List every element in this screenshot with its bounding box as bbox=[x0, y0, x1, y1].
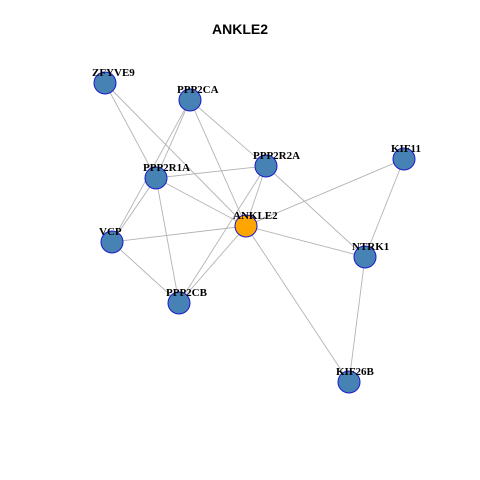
node-ppp2cb[interactable] bbox=[167, 291, 191, 315]
node-kif26b[interactable] bbox=[337, 370, 361, 394]
edge-ppp2ca-ppp2r1a bbox=[155, 99, 191, 179]
node-ppp2r1a[interactable] bbox=[144, 166, 168, 190]
node-label-ppp2ca: PPP2CA bbox=[177, 84, 219, 96]
edge-zfyve9-ankle2 bbox=[104, 82, 247, 227]
edge-ankle2-ppp2cb bbox=[178, 225, 247, 304]
edge-ankle2-kif26b bbox=[245, 225, 350, 383]
node-label-ppp2cb: PPP2CB bbox=[166, 287, 208, 299]
node-ntrk1[interactable] bbox=[353, 245, 377, 269]
node-zfyve9[interactable] bbox=[93, 71, 117, 95]
edge-ppp2ca-ppp2r2a bbox=[189, 99, 267, 167]
edge-ppp2r2a-ppp2cb bbox=[178, 165, 267, 304]
edge-vcp-ppp2cb bbox=[111, 241, 180, 304]
figure-title: ANKLE2 bbox=[211, 21, 268, 37]
node-ppp2r2a[interactable] bbox=[254, 154, 278, 178]
node-label-ntrk1: NTRK1 bbox=[352, 241, 389, 253]
node-kif11[interactable] bbox=[392, 147, 416, 171]
node-label-ankle2: ANKLE2 bbox=[233, 210, 278, 222]
edge-zfyve9-ppp2r1a bbox=[104, 82, 157, 179]
edge-ppp2r1a-ankle2 bbox=[155, 177, 247, 227]
nodes-layer bbox=[93, 71, 416, 394]
node-label-ppp2r1a: PPP2R1A bbox=[143, 162, 190, 174]
edge-ntrk1-kif26b bbox=[348, 256, 366, 383]
node-ankle2[interactable] bbox=[234, 214, 258, 238]
node-vcp[interactable] bbox=[100, 230, 124, 254]
edge-kif11-ankle2 bbox=[245, 158, 405, 227]
edge-ankle2-vcp bbox=[111, 225, 247, 243]
node-label-zfyve9: ZFYVE9 bbox=[92, 67, 135, 79]
node-ppp2ca[interactable] bbox=[178, 88, 202, 112]
edge-ppp2r1a-vcp bbox=[111, 177, 157, 243]
node-label-kif11: KIF11 bbox=[391, 143, 421, 155]
edge-kif11-ntrk1 bbox=[364, 158, 405, 258]
edge-ppp2r1a-ppp2r2a bbox=[155, 165, 267, 179]
node-label-kif26b: KIF26B bbox=[336, 366, 375, 378]
edge-ankle2-ntrk1 bbox=[245, 225, 366, 258]
node-label-vcp: VCP bbox=[99, 226, 122, 238]
edge-ppp2ca-ankle2 bbox=[189, 99, 247, 227]
edge-ppp2r1a-ppp2cb bbox=[155, 177, 180, 304]
edge-ppp2r2a-ntrk1 bbox=[265, 165, 366, 258]
node-label-ppp2r2a: PPP2R2A bbox=[253, 150, 300, 162]
